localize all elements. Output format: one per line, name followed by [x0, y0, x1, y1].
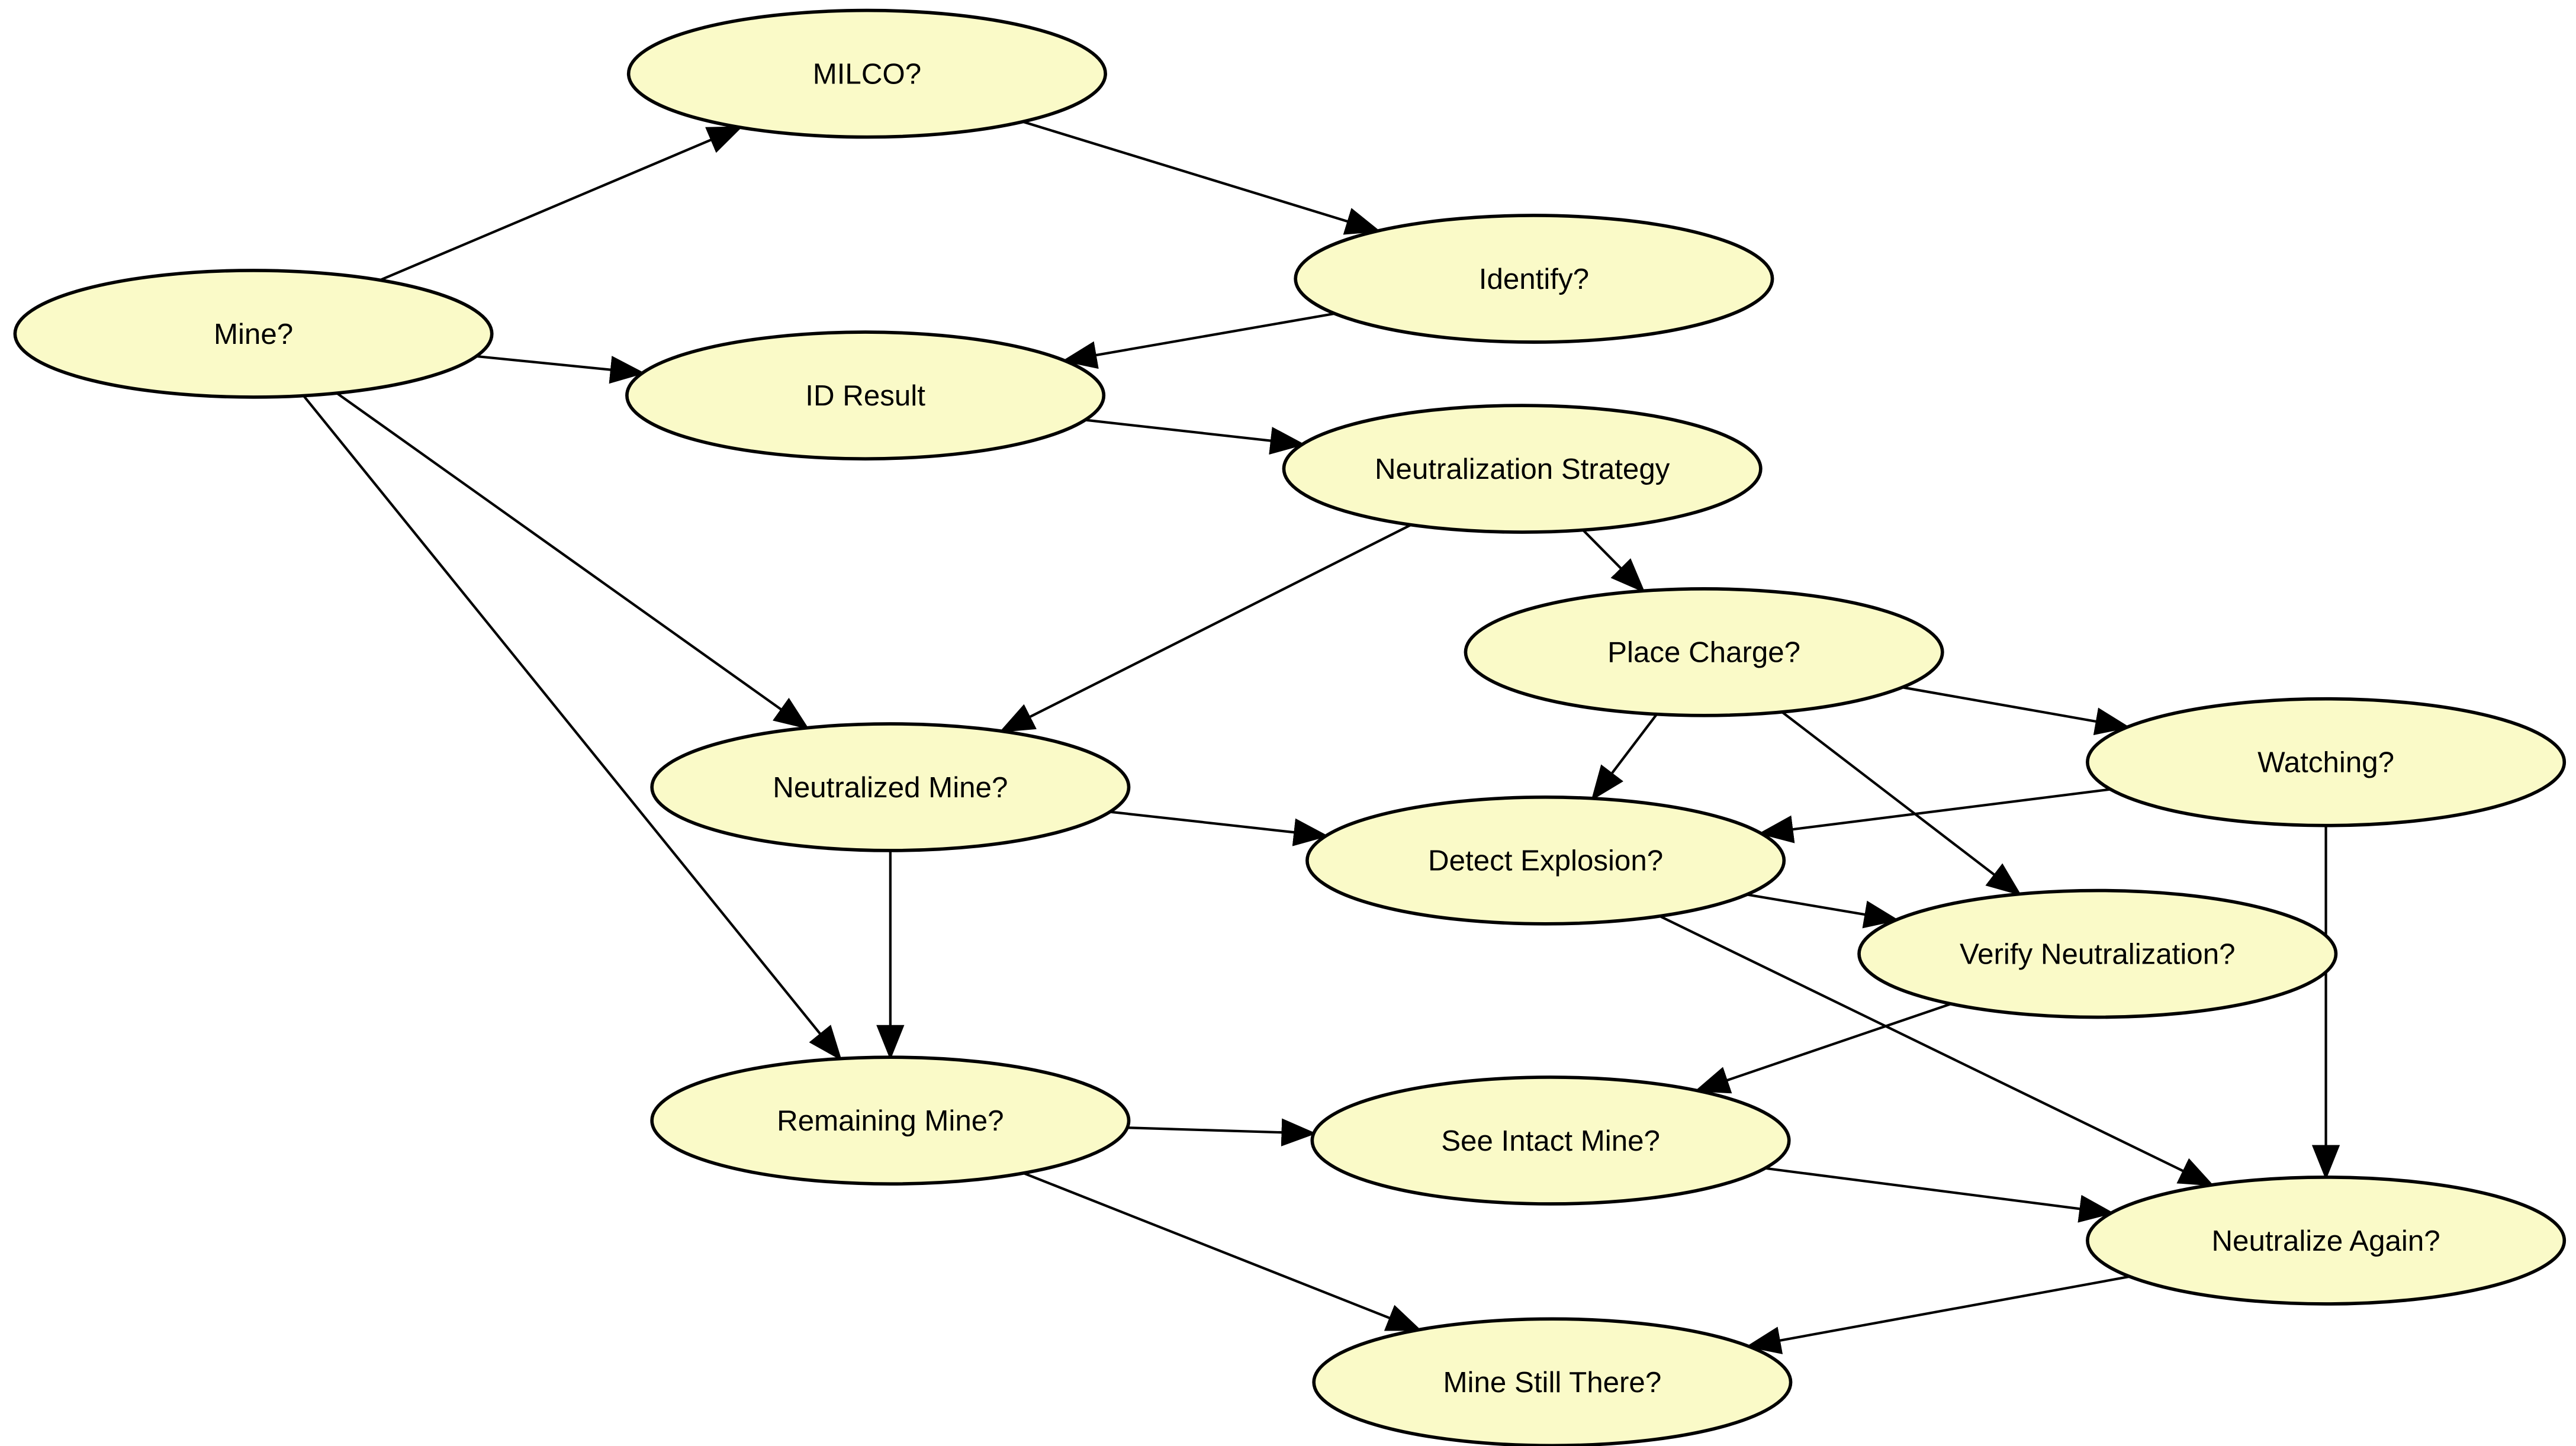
node-id_result: ID Result — [625, 330, 1106, 460]
node-ellipse — [625, 330, 1106, 460]
edge-id_result-to-neutralization_strategy — [1085, 418, 1305, 455]
node-ellipse — [1294, 214, 1774, 344]
node-ellipse — [1282, 404, 1763, 534]
node-ellipse — [1464, 587, 1944, 717]
node-mine_still_there: Mine Still There? — [1312, 1317, 1793, 1446]
node-label: Watching? — [2257, 746, 2394, 779]
node-label: See Intact Mine? — [1441, 1125, 1660, 1157]
edge-neutralize_again-to-mine_still_there — [1745, 1275, 2130, 1354]
node-label: Neutralized Mine? — [773, 771, 1008, 804]
node-label: Mine? — [214, 318, 293, 350]
node-label: Neutralize Again? — [2211, 1225, 2440, 1257]
node-ellipse — [650, 722, 1131, 852]
node-label: Verify Neutralization? — [1960, 938, 2236, 970]
edge-neutralization_strategy-to-place_charge — [1582, 529, 1645, 593]
node-detect_explosion: Detect Explosion? — [1305, 796, 1786, 926]
edge-place_charge-to-detect_explosion — [1591, 713, 1658, 801]
node-ellipse — [13, 269, 494, 399]
node-label: Detect Explosion? — [1428, 845, 1663, 877]
node-remaining_mine: Remaining Mine? — [650, 1055, 1131, 1186]
node-milco: MILCO? — [626, 8, 1107, 139]
node-ellipse — [2086, 1176, 2567, 1306]
node-label: MILCO? — [813, 57, 921, 90]
node-label: Remaining Mine? — [777, 1104, 1004, 1137]
node-watching: Watching? — [2086, 697, 2567, 827]
node-see_intact_mine: See Intact Mine? — [1310, 1075, 1791, 1206]
node-neutralized_mine: Neutralized Mine? — [650, 722, 1131, 852]
edges-layer — [303, 120, 2340, 1354]
node-ellipse — [1310, 1075, 1791, 1206]
edge-mine-to-milco — [380, 126, 743, 282]
edge-see_intact_mine-to-neutralize_again — [1764, 1167, 2115, 1223]
node-ellipse — [650, 1055, 1131, 1186]
node-place_charge: Place Charge? — [1464, 587, 1944, 717]
node-ellipse — [626, 8, 1107, 139]
edge-watching-to-detect_explosion — [1758, 788, 2111, 843]
edge-mine-to-id_result — [476, 355, 645, 384]
node-label: Neutralization Strategy — [1375, 453, 1670, 485]
node-verify_neutralization: Verify Neutralization? — [1857, 888, 2338, 1019]
node-mine: Mine? — [13, 269, 494, 399]
node-label: Identify? — [1479, 263, 1589, 295]
edge-verify_neutralization-to-see_intact_mine — [1694, 1003, 1952, 1094]
edge-detect_explosion-to-neutralize_again — [1659, 914, 2214, 1186]
edge-identify-to-id_result — [1062, 312, 1335, 369]
edge-milco-to-identify — [1022, 120, 1381, 235]
node-identify: Identify? — [1294, 214, 1774, 344]
edge-place_charge-to-watching — [1902, 686, 2131, 736]
edge-remaining_mine-to-see_intact_mine — [1127, 1118, 1317, 1147]
edge-mine-to-neutralized_mine — [336, 392, 809, 730]
node-neutralization_strategy: Neutralization Strategy — [1282, 404, 1763, 534]
nodes-layer: Mine? MILCO? Identify? ID ResultNeutralizat… — [13, 8, 2567, 1446]
node-label: Place Charge? — [1607, 636, 1800, 669]
node-neutralize_again: Neutralize Again? — [2086, 1176, 2567, 1306]
node-label: ID Result — [805, 379, 925, 412]
edge-remaining_mine-to-mine_still_there — [1022, 1171, 1422, 1331]
edge-neutralization_strategy-to-neutralized_mine — [999, 523, 1412, 733]
node-label: Mine Still There? — [1443, 1366, 1661, 1399]
node-ellipse — [1857, 888, 2338, 1019]
edge-mine-to-remaining_mine — [303, 395, 842, 1061]
edge-detect_explosion-to-verify_neutralization — [1746, 893, 1899, 929]
node-ellipse — [2086, 697, 2567, 827]
node-ellipse — [1305, 796, 1786, 926]
edge-place_charge-to-verify_neutralization — [1781, 711, 2022, 896]
edge-neutralized_mine-to-detect_explosion — [1109, 810, 1329, 846]
node-ellipse — [1312, 1317, 1793, 1446]
